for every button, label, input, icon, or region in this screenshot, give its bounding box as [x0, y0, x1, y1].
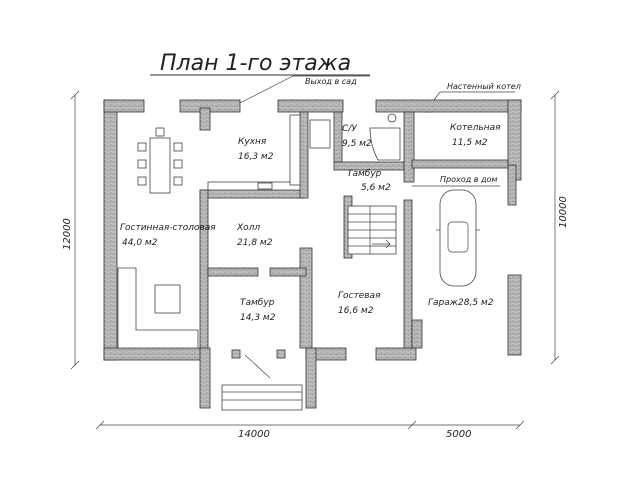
plan-title: План 1-го этажа [160, 51, 351, 76]
room-name-hall: Холл [236, 223, 260, 233]
dimension-left [70, 90, 80, 370]
washbasin [309, 119, 331, 149]
room-area-garage: 28,5 м2 [458, 298, 494, 308]
dimension-bottom [95, 420, 525, 430]
car-icon [436, 189, 480, 287]
annotation-wall-boiler: Настенный котел [447, 82, 521, 91]
room-area-kitchen: 16,3 м2 [238, 152, 274, 162]
kitchen-counter [207, 181, 301, 191]
room-name-boiler-room: Котельная [450, 123, 501, 133]
annotation-garden-exit: Выход в сад [305, 77, 357, 86]
room-name-kitchen: Кухня [238, 137, 267, 147]
dimension-height-right: 10000 [558, 196, 569, 228]
wall-west [103, 99, 118, 361]
room-name-vestibule: Тамбур [240, 298, 275, 308]
dimension-width-main: 14000 [238, 429, 270, 440]
dimension-width-garage: 5000 [446, 429, 471, 440]
wall-south-left [103, 347, 209, 361]
room-area-hall: 21,8 м2 [237, 238, 273, 248]
wall-north-right [375, 99, 522, 113]
bathtub [369, 127, 401, 161]
room-name-vestibule-small: Тамбур [347, 169, 382, 179]
garden-exit-leader [239, 75, 294, 104]
dimension-right [550, 90, 560, 365]
toilet [387, 113, 397, 123]
room-area-vestibule-small: 5,6 м2 [361, 183, 391, 193]
room-name-guest-room: Гостевая [338, 291, 381, 301]
porch-steps [221, 384, 303, 411]
sofa [117, 267, 199, 349]
wall-kitchen-east [299, 111, 309, 199]
room-area-bathroom: 9,5 м2 [342, 139, 372, 149]
porch-left [199, 347, 211, 409]
room-area-vestibule: 14,3 м2 [240, 313, 276, 323]
room-area-boiler-room: 11,5 м2 [452, 138, 488, 148]
sink-icon [257, 182, 273, 190]
room-area-guest-room: 16,6 м2 [338, 306, 374, 316]
room-name-bathroom: С/У [342, 124, 357, 134]
dining-table [149, 137, 171, 194]
room-name-living-dining: Гостинная-столовая [120, 223, 216, 233]
room-area-living-dining: 44,0 м2 [122, 238, 158, 248]
annotation-passage: Проход в дом [440, 175, 497, 184]
room-name-garage: Гараж [428, 298, 459, 308]
dimension-height-left: 12000 [62, 218, 73, 250]
coffee-table [154, 284, 181, 314]
